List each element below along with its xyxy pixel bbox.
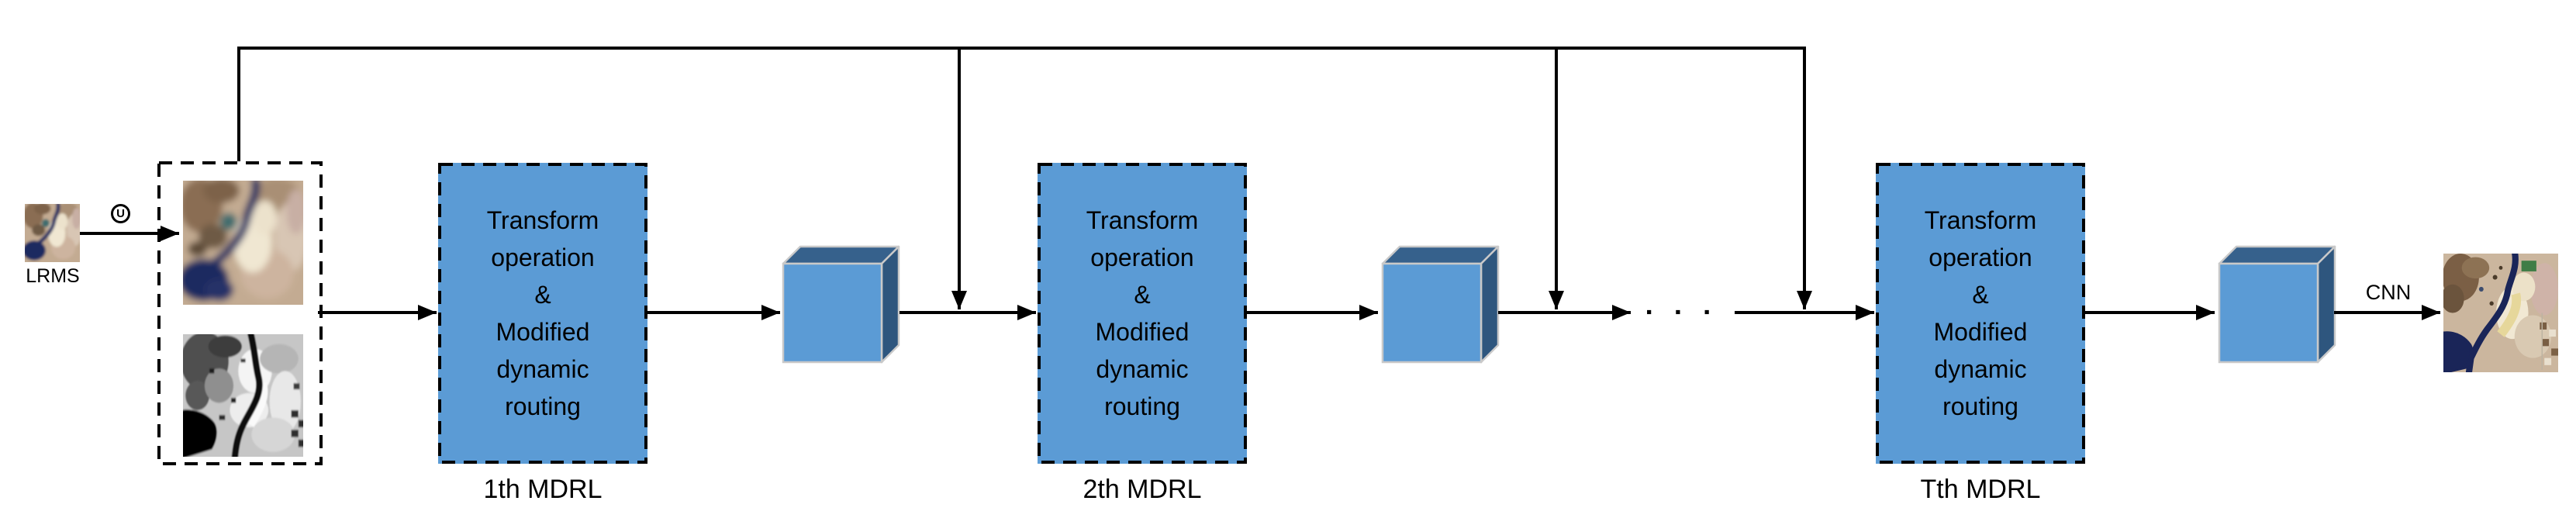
upsampled-ms-image [183, 181, 303, 305]
cube-side-face [2316, 245, 2336, 364]
mdrl-block-1-text: Transform operation & Modified dynamic r… [486, 206, 599, 420]
mdrl-block-2: Transform operation & Modified dynamic r… [1038, 163, 1247, 464]
feature-cube-1 [782, 245, 900, 364]
mdrl-block-T: Transform operation & Modified dynamic r… [1876, 163, 2085, 464]
pan-image [183, 334, 303, 457]
cube-side-face [1480, 245, 1500, 364]
cnn-label: CNN [2365, 281, 2412, 304]
cube-front-face [1381, 262, 1483, 364]
cube-top-face [2218, 245, 2336, 265]
mdrl-block-1: Transform operation & Modified dynamic r… [438, 163, 647, 464]
cube-side-face [880, 245, 900, 364]
feature-cube-2 [1381, 245, 1500, 364]
mdrl-caption-T: Tth MDRL [1920, 475, 2041, 504]
cube-front-face [782, 262, 883, 364]
output-hrms-image [2443, 254, 2558, 372]
mdrl-caption-1: 1th MDRL [483, 475, 603, 504]
repeat-ellipsis: ▪ ▪ ▪ [1645, 303, 1719, 321]
feature-cube-T [2218, 245, 2336, 364]
cube-front-face [2218, 262, 2319, 364]
mdrl-block-T-text: Transform operation & Modified dynamic r… [1924, 206, 2037, 420]
mdrl-block-2-text: Transform operation & Modified dynamic r… [1086, 206, 1199, 420]
upsample-operator-glyph: U [116, 207, 125, 220]
lrms-input-image [25, 204, 80, 262]
upsample-operator-icon: U [111, 204, 130, 223]
mdrl-caption-2: 2th MDRL [1083, 475, 1202, 504]
cube-top-face [782, 245, 900, 265]
lrms-label: LRMS [26, 265, 80, 287]
cube-top-face [1381, 245, 1500, 265]
